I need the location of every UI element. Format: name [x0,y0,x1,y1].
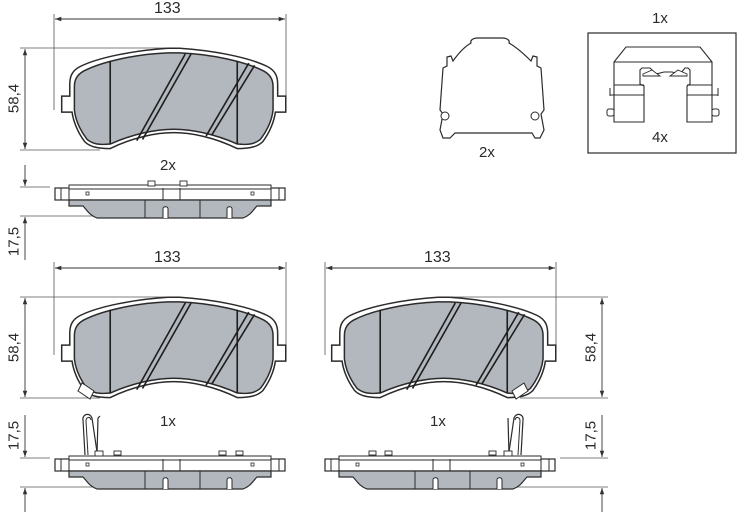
accessory-clip-quantity-label: 4x [652,129,668,146]
bottom-right-pad-width-label: 133 [424,249,451,266]
top-pad-width-label: 133 [154,0,181,17]
pad-bottom-right-face [324,262,608,400]
shim-quantity-label: 2x [479,144,495,161]
bottom-right-pad-thickness-label: 17,5 [582,420,600,451]
top-pad-thickness-label: 17,5 [5,226,23,257]
accessory-kit [587,32,737,154]
pad-bottom-left-face [20,262,287,400]
bottom-left-pad-thickness-label: 17,5 [5,420,23,451]
bottom-left-pad-width-label: 133 [154,249,181,266]
pad-bottom-right-side [324,413,608,512]
shim-drawing [439,37,545,139]
top-pad-quantity-label: 2x [160,157,176,174]
bottom-left-pad-height-label: 58,4 [5,332,23,363]
bottom-left-pad-quantity-label: 1x [160,413,176,430]
bottom-right-pad-height-label: 58,4 [582,332,600,363]
pad-top-side [20,165,286,260]
pad-top-face [20,14,287,151]
bottom-right-pad-quantity-label: 1x [430,413,446,430]
pad-bottom-left-side [20,413,286,512]
accessory-box-quantity-label: 1x [652,10,668,27]
top-pad-height-label: 58,4 [5,83,23,114]
